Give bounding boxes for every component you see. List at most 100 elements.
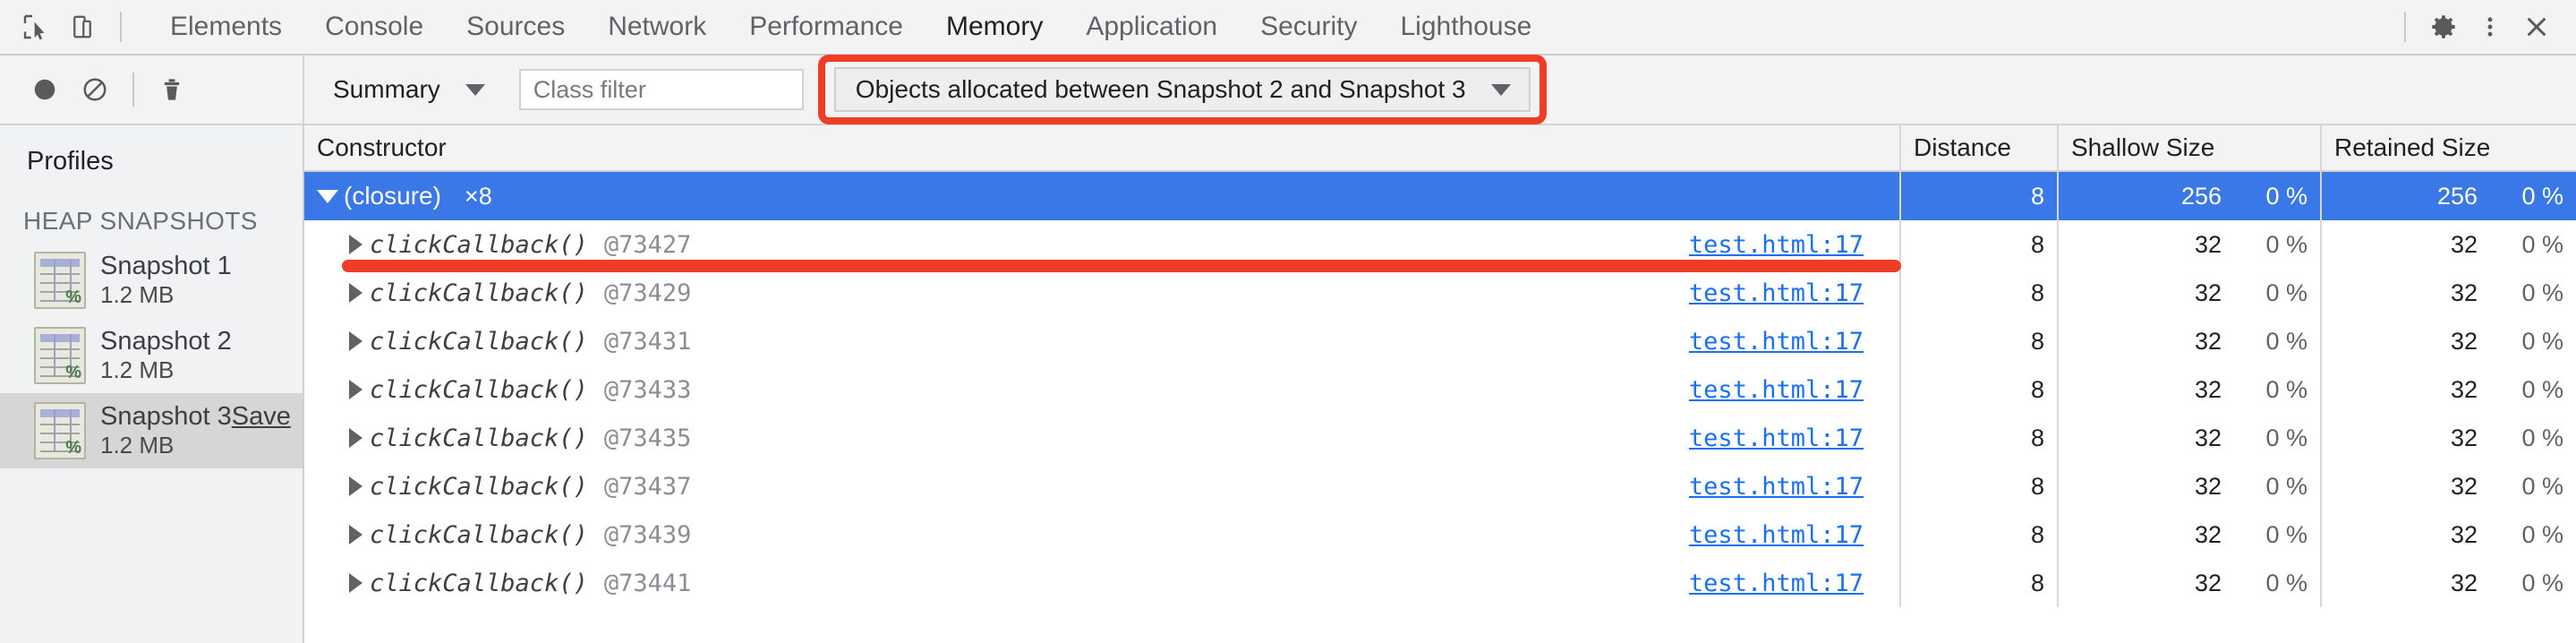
shallow-size-value: 32 bbox=[2194, 375, 2222, 403]
close-icon[interactable] bbox=[2513, 4, 2560, 50]
cell-distance: 8 bbox=[1901, 462, 2059, 510]
panel-body: Profiles HEAP SNAPSHOTS % Snapshot 1 1.2… bbox=[0, 125, 2576, 643]
source-link-wrapper: test.html:17 bbox=[1689, 521, 1887, 549]
more-vertical-icon[interactable] bbox=[2467, 4, 2513, 50]
sidebar-section-heap-snapshots: HEAP SNAPSHOTS bbox=[23, 207, 258, 235]
snapshot-save-link[interactable]: Save bbox=[231, 401, 291, 431]
tab-lighthouse[interactable]: Lighthouse bbox=[1400, 12, 1532, 41]
source-link-wrapper: test.html:17 bbox=[1689, 231, 1887, 259]
shallow-size-value: 32 bbox=[2194, 230, 2222, 258]
retained-size-percent: 0 % bbox=[2521, 182, 2563, 210]
shallow-size-value: 32 bbox=[2194, 424, 2222, 451]
chevron-right-icon[interactable] bbox=[349, 476, 363, 496]
chevron-right-icon[interactable] bbox=[349, 283, 363, 303]
source-link[interactable]: test.html:17 bbox=[1688, 230, 1864, 259]
retained-size-value: 32 bbox=[2450, 424, 2478, 451]
tab-elements[interactable]: Elements bbox=[170, 12, 283, 41]
chevron-right-icon[interactable] bbox=[349, 235, 363, 254]
tab-network[interactable]: Network bbox=[608, 12, 707, 41]
column-header-shallow-size[interactable]: Shallow Size bbox=[2059, 125, 2322, 170]
retained-size-percent: 0 % bbox=[2521, 424, 2563, 451]
source-link[interactable]: test.html:17 bbox=[1688, 279, 1864, 307]
shallow-size-percent: 0 % bbox=[2265, 375, 2307, 403]
inspect-element-icon[interactable] bbox=[13, 4, 59, 50]
retained-size-percent: 0 % bbox=[2521, 520, 2563, 548]
shallow-size-percent: 0 % bbox=[2265, 569, 2307, 596]
column-header-distance[interactable]: Distance bbox=[1901, 125, 2059, 170]
snapshot-name: Snapshot 2 bbox=[100, 327, 232, 356]
heap-snapshot-grid: Constructor Distance Shallow Size Retain… bbox=[304, 125, 2576, 643]
column-header-constructor[interactable]: Constructor bbox=[304, 125, 1901, 170]
retained-size-percent: 0 % bbox=[2521, 569, 2563, 596]
source-link-wrapper: test.html:17 bbox=[1689, 424, 1887, 452]
profile-actions bbox=[0, 56, 304, 124]
constructor-name: clickCallback() bbox=[370, 279, 588, 307]
sidebar-item-snapshot-1[interactable]: % Snapshot 1 1.2 MB bbox=[0, 243, 303, 318]
chevron-right-icon[interactable] bbox=[349, 331, 363, 351]
clear-icon[interactable] bbox=[70, 64, 120, 115]
chevron-right-icon[interactable] bbox=[349, 380, 363, 399]
column-header-retained-size[interactable]: Retained Size bbox=[2334, 133, 2491, 161]
sidebar-item-snapshot-2[interactable]: % Snapshot 2 1.2 MB bbox=[0, 318, 303, 393]
source-link[interactable]: test.html:17 bbox=[1688, 327, 1864, 356]
source-link[interactable]: test.html:17 bbox=[1688, 375, 1864, 404]
shallow-size-percent: 0 % bbox=[2265, 327, 2307, 355]
source-link[interactable]: test.html:17 bbox=[1688, 472, 1864, 501]
tab-memory[interactable]: Memory bbox=[945, 12, 1044, 41]
chevron-right-icon[interactable] bbox=[349, 573, 363, 593]
snapshot-texts: Snapshot 2 1.2 MB bbox=[100, 327, 232, 385]
chevron-right-icon[interactable] bbox=[349, 525, 363, 544]
shallow-size-percent: 0 % bbox=[2265, 472, 2307, 500]
allocation-filter-select[interactable]: Objects allocated between Snapshot 2 and… bbox=[833, 67, 1531, 112]
tab-application[interactable]: Application bbox=[1086, 12, 1218, 41]
class-filter-input[interactable]: Class filter bbox=[518, 69, 804, 110]
grid-controls: Summary Class filter Objects allocated b… bbox=[304, 55, 2576, 124]
source-link[interactable]: test.html:17 bbox=[1688, 520, 1864, 549]
retained-size-percent: 0 % bbox=[2521, 472, 2563, 500]
constructor-name: (closure) bbox=[344, 182, 441, 210]
shallow-size-percent: 0 % bbox=[2265, 182, 2307, 210]
tab-sources[interactable]: Sources bbox=[466, 12, 566, 41]
tab-console[interactable]: Console bbox=[325, 12, 424, 41]
source-link[interactable]: test.html:17 bbox=[1688, 569, 1864, 597]
gear-icon[interactable] bbox=[2420, 4, 2467, 50]
tab-performance[interactable]: Performance bbox=[749, 12, 903, 41]
device-toolbar-icon[interactable] bbox=[59, 4, 106, 50]
retained-size-percent: 0 % bbox=[2521, 279, 2563, 306]
source-link-wrapper: test.html:17 bbox=[1689, 376, 1887, 404]
constructor-name: clickCallback() bbox=[370, 472, 588, 501]
trash-icon[interactable] bbox=[147, 64, 197, 115]
record-icon[interactable] bbox=[20, 64, 70, 115]
object-count: ×8 bbox=[464, 182, 492, 210]
snapshot-name-label: Snapshot 2 bbox=[100, 326, 232, 356]
chevron-down-icon[interactable] bbox=[317, 189, 338, 203]
chevron-right-icon[interactable] bbox=[349, 428, 363, 448]
cell-distance: 8 bbox=[1901, 510, 2059, 559]
cell-distance: 8 bbox=[1901, 172, 2059, 220]
tab-security[interactable]: Security bbox=[1260, 12, 1358, 41]
source-link[interactable]: test.html:17 bbox=[1688, 424, 1864, 452]
constructor-name: clickCallback() bbox=[370, 424, 588, 452]
view-mode-select[interactable]: Summary bbox=[326, 75, 492, 104]
